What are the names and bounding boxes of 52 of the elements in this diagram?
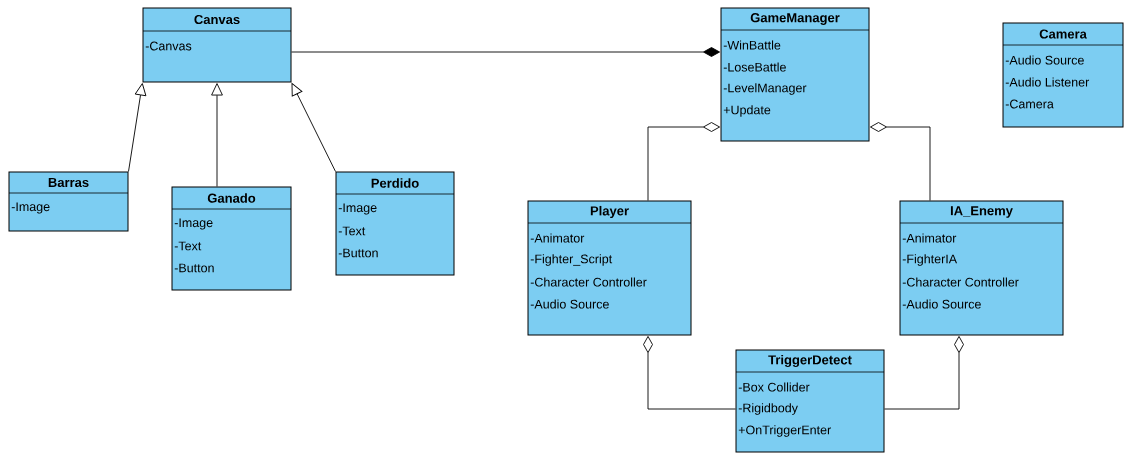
- attribute-text: -WinBattle: [723, 40, 781, 50]
- attribute-text: +OnTriggerEnter: [738, 425, 831, 437]
- class-name: Player: [590, 205, 629, 219]
- attribute-text: -LoseBattle: [723, 62, 786, 72]
- attribute-text: -Button: [174, 263, 214, 273]
- class-name: Canvas: [194, 14, 240, 25]
- attribute-text: -Image: [174, 218, 213, 230]
- generalization-arrow: [211, 83, 223, 187]
- attribute-text: -Text: [338, 226, 366, 236]
- class-box: [527, 200, 692, 336]
- generalization-arrow: [128, 83, 147, 172]
- attribute-text: -Animator: [530, 233, 585, 243]
- composition-line: [291, 47, 721, 57]
- attribute-text: -Camera: [1005, 99, 1054, 109]
- attribute-text: -Audio Source: [1005, 55, 1084, 65]
- class-name: TriggerDetect: [768, 354, 852, 368]
- attribute-text: -LevelManager: [723, 83, 807, 95]
- attribute-text: -Box Collider: [738, 382, 810, 392]
- class-name: Ganado: [207, 193, 256, 203]
- attribute-text: -Character Controller: [530, 277, 647, 287]
- class-name: IA_Enemy: [950, 206, 1013, 218]
- attribute-text: -Animator: [902, 233, 957, 243]
- attribute-text: -Character Controller: [902, 277, 1019, 287]
- attribute-text: -FighterIA: [902, 254, 958, 266]
- aggregation-line: [884, 336, 964, 410]
- class-box: [720, 7, 870, 142]
- aggregation-line: [870, 122, 931, 201]
- attribute-text: +Update: [723, 105, 771, 117]
- aggregation-line: [647, 122, 721, 201]
- class-box: [171, 186, 292, 291]
- generalization-arrow: [291, 83, 336, 172]
- class-name: Barras: [48, 177, 89, 188]
- class-name: Camera: [1039, 29, 1087, 39]
- class-box: [899, 200, 1064, 336]
- class-box: [8, 171, 129, 232]
- class-name: Perdido: [371, 178, 419, 188]
- class-box: [1002, 22, 1124, 128]
- attribute-text: -Fighter_Script: [530, 254, 613, 266]
- attribute-text: -Audio Source: [902, 299, 981, 309]
- class-box: [142, 7, 292, 83]
- attribute-text: -Rigidbody: [738, 403, 798, 415]
- attribute-text: -Image: [11, 202, 50, 214]
- class-box: [335, 171, 455, 276]
- attribute-text: -Text: [174, 241, 202, 251]
- class-box: [735, 349, 885, 453]
- aggregation-line: [643, 336, 736, 410]
- class-name: GameManager: [750, 13, 840, 25]
- attribute-text: -Canvas: [145, 41, 192, 51]
- attribute-text: -Image: [338, 203, 377, 215]
- attribute-text: -Button: [338, 248, 378, 258]
- attribute-text: -Audio Source: [530, 299, 609, 309]
- attribute-text: -Audio Listener: [1005, 77, 1090, 87]
